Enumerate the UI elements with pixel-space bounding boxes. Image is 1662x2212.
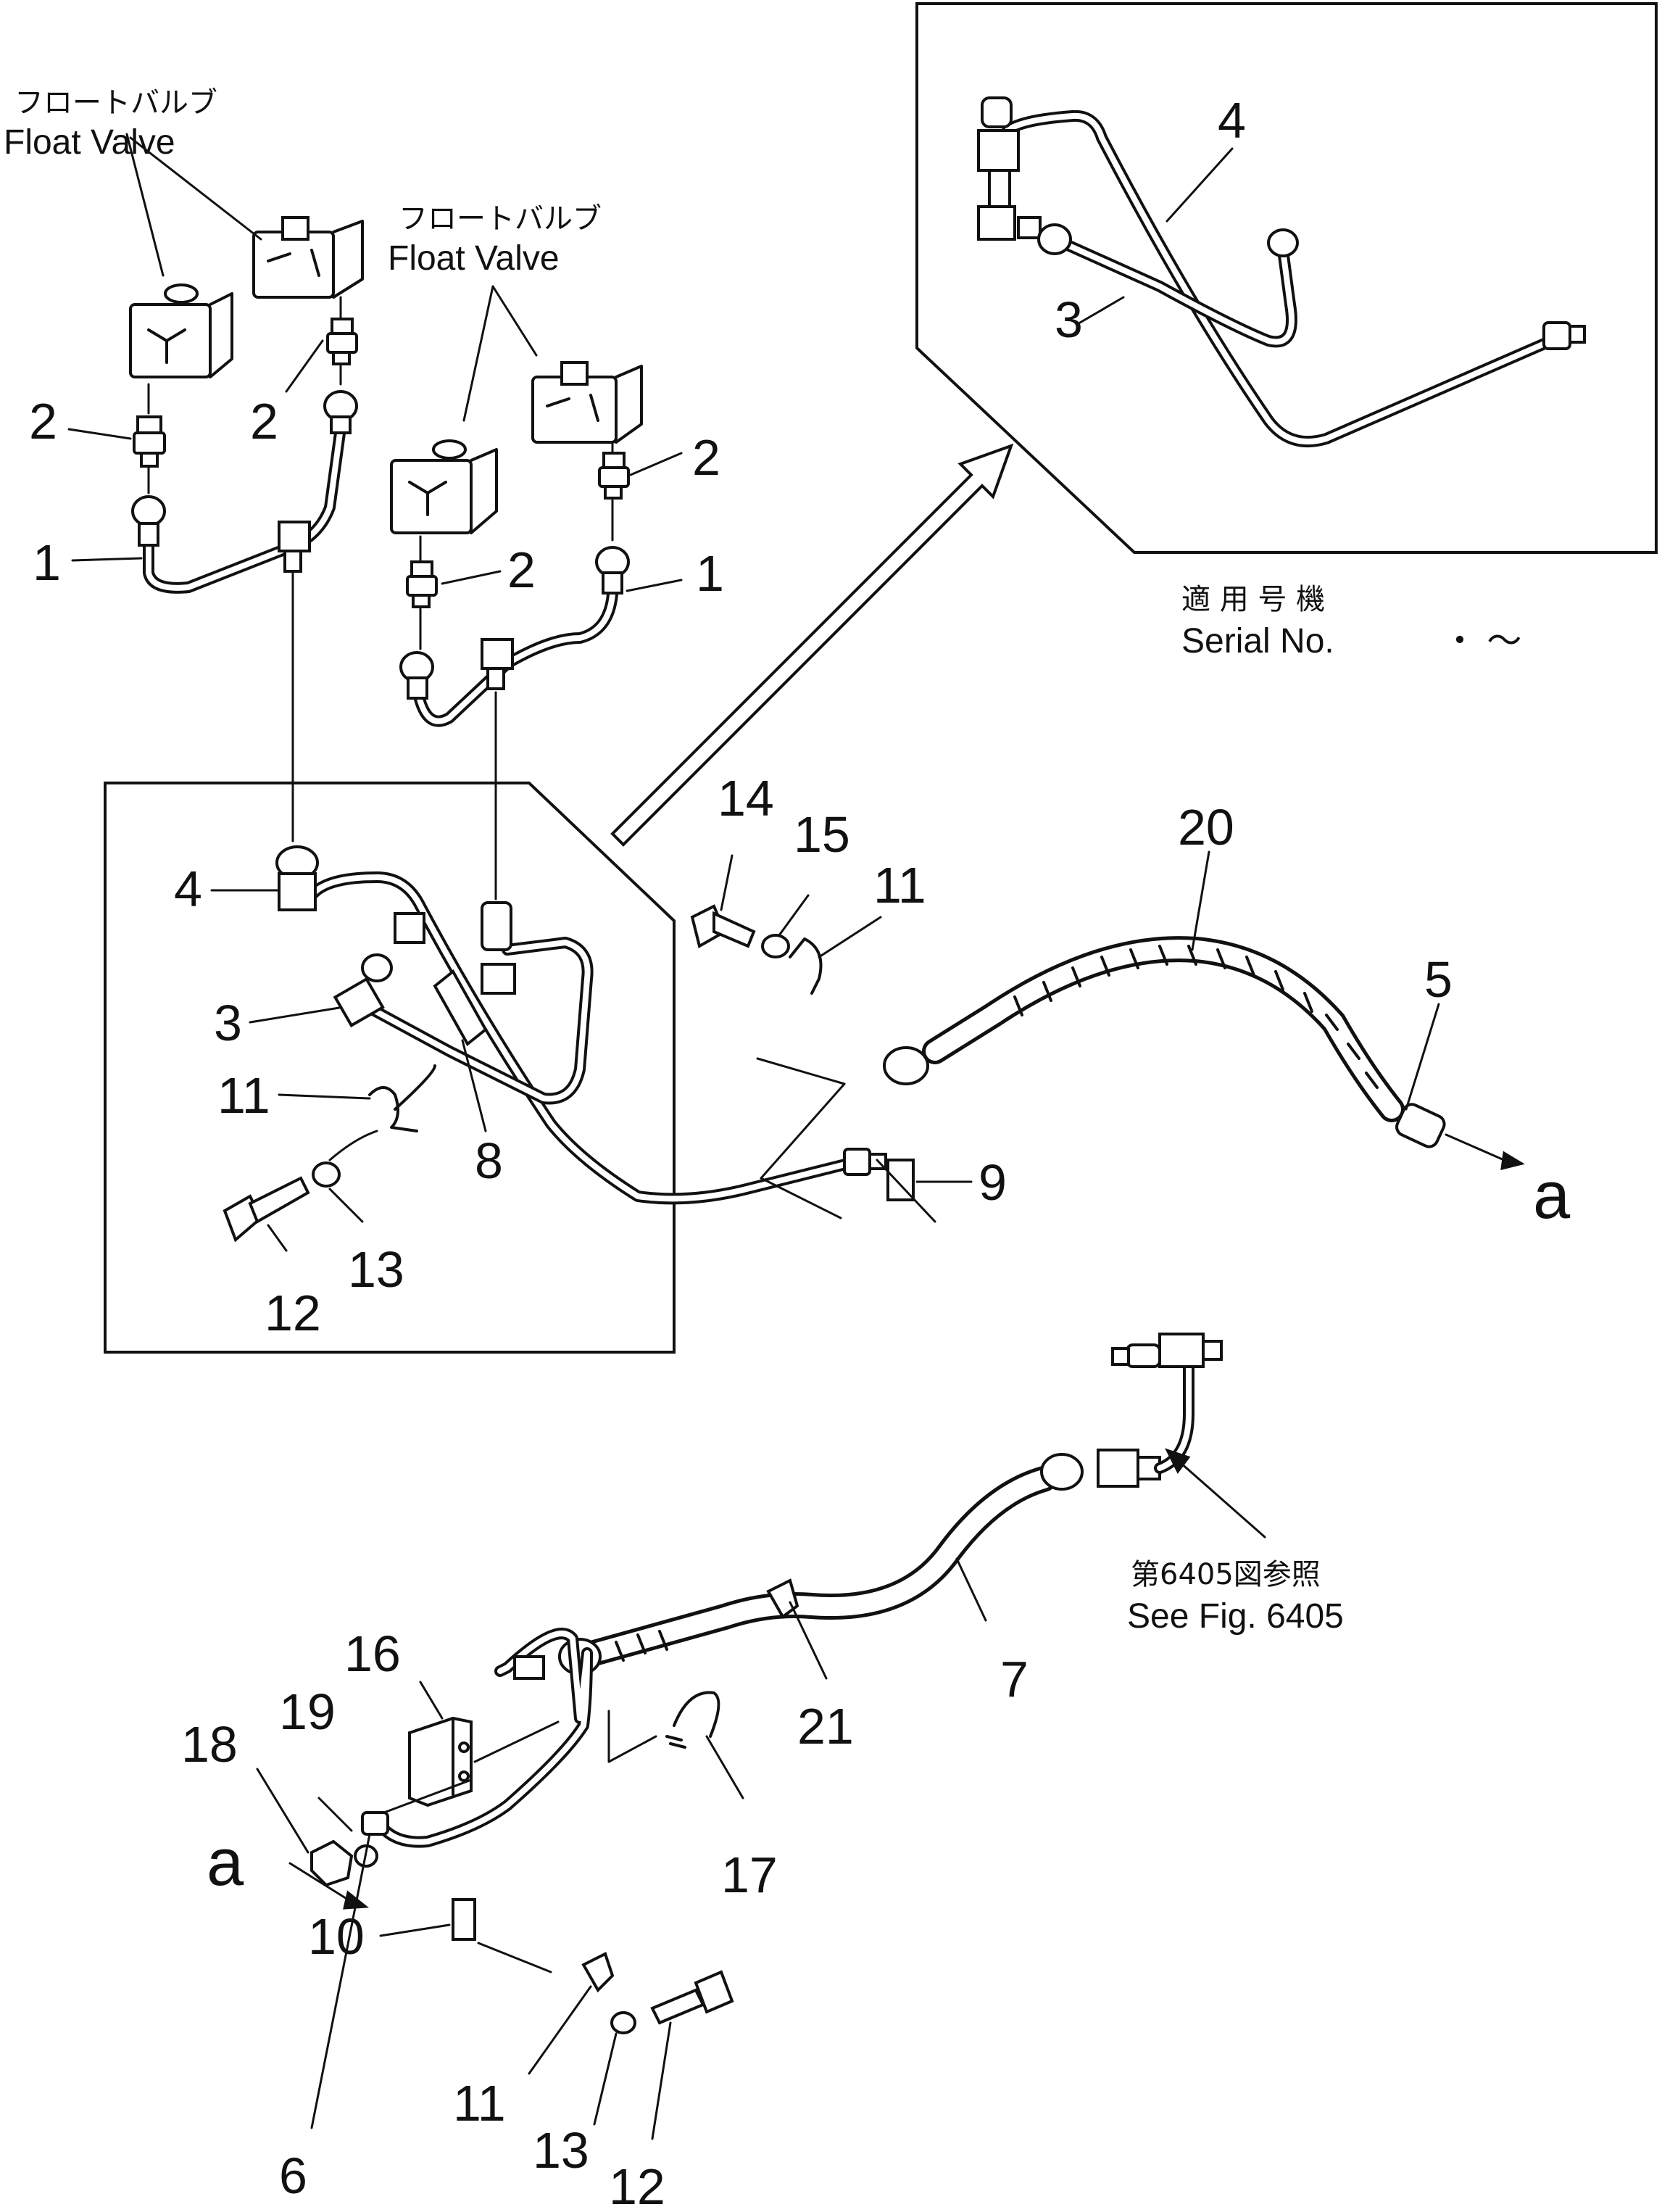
block-10 bbox=[452, 1898, 476, 1941]
callout-12: 12 bbox=[265, 1285, 321, 1341]
serial-number-note: 適 用 号 機 Serial No. ・ ～ bbox=[1181, 583, 1521, 660]
clamp-11-upper bbox=[789, 937, 823, 995]
callout-13: 13 bbox=[533, 2122, 589, 2179]
inset-end-fitting bbox=[1542, 321, 1571, 350]
adapter-2a bbox=[136, 415, 162, 434]
callout-numbers: 2 2 2 2 1 1 4 3 4 3 11 8 12 13 14 15 11 … bbox=[29, 92, 1453, 2212]
float-valve-label-left: フロートバルブ Float Valve bbox=[4, 86, 217, 162]
washer-13-lower bbox=[610, 2011, 636, 2034]
inset-elbow-fitting bbox=[977, 205, 1016, 241]
clamp-11-lower bbox=[581, 1952, 615, 1993]
lower-assembly bbox=[288, 1333, 1266, 2034]
pipe-1-right-tee bbox=[481, 638, 514, 670]
float-valve-3 bbox=[390, 459, 473, 534]
hose-20 bbox=[883, 936, 1525, 1170]
svg-text:適 用 号 機: 適 用 号 機 bbox=[1181, 583, 1325, 616]
callout-11: 11 bbox=[217, 1067, 270, 1124]
callout-4: 4 bbox=[1218, 92, 1246, 149]
leader-lines bbox=[67, 133, 1440, 2140]
callout-1: 1 bbox=[33, 534, 61, 591]
callout-16: 16 bbox=[344, 1625, 401, 1682]
svg-text:フロートバルブ: フロートバルブ bbox=[399, 202, 602, 236]
callout-2: 2 bbox=[250, 393, 278, 450]
pipe-3-elbow bbox=[481, 963, 516, 995]
pipe-6-end bbox=[361, 1811, 389, 1836]
callout-3: 3 bbox=[214, 995, 242, 1051]
nut-18 bbox=[310, 1839, 354, 1887]
callout-9: 9 bbox=[978, 1154, 1007, 1211]
inset-nut-end bbox=[1267, 228, 1299, 257]
bolt-12-box bbox=[223, 1176, 310, 1243]
svg-text:See Fig. 6405: See Fig. 6405 bbox=[1127, 1597, 1344, 1636]
float-valve-2 bbox=[252, 231, 335, 299]
left-valve-group bbox=[129, 216, 364, 842]
svg-text:Float Valve: Float Valve bbox=[4, 123, 175, 162]
inset-tee-fitting bbox=[977, 129, 1020, 172]
clamp-21 bbox=[766, 1578, 799, 1619]
float-valve-label-center: フロートバルブ Float Valve bbox=[388, 202, 602, 278]
inset-frame bbox=[915, 2, 1658, 554]
main-assembly-box bbox=[104, 782, 887, 1354]
clamp-plate-8 bbox=[433, 969, 488, 1047]
float-valve-1 bbox=[129, 303, 212, 378]
callout-14: 14 bbox=[718, 770, 774, 827]
svg-text:第6405図参照: 第6405図参照 bbox=[1131, 1558, 1321, 1591]
svg-text:・ ～: ・ ～ bbox=[1442, 622, 1521, 660]
callout-21: 21 bbox=[797, 1698, 854, 1755]
callout-15: 15 bbox=[794, 806, 850, 863]
adapter-2c bbox=[602, 452, 626, 469]
callout-18: 18 bbox=[181, 1716, 238, 1773]
clamp-11-box bbox=[368, 1086, 418, 1132]
washer-13-box bbox=[312, 1161, 341, 1188]
callout-2: 2 bbox=[692, 429, 720, 486]
clamp-set-upper bbox=[690, 904, 936, 1223]
adapter-2b bbox=[331, 318, 354, 335]
center-valve-group bbox=[390, 361, 643, 900]
washer-15 bbox=[761, 934, 790, 958]
callout-7: 7 bbox=[1000, 1651, 1029, 1707]
callout-19: 19 bbox=[279, 1683, 336, 1740]
reference-arrow bbox=[610, 443, 1014, 847]
main-box-frame bbox=[104, 782, 676, 1354]
svg-text:Serial No.: Serial No. bbox=[1181, 622, 1334, 660]
u-bolt-17 bbox=[673, 1691, 720, 1738]
inset-nut-3 bbox=[1037, 223, 1072, 255]
callout-3: 3 bbox=[1055, 291, 1083, 348]
callout-5: 5 bbox=[1424, 951, 1453, 1008]
callout-6: 6 bbox=[279, 2147, 307, 2204]
pipe-3-fitting bbox=[333, 977, 385, 1028]
inset-serial-variant bbox=[915, 2, 1658, 554]
inset-nut-top bbox=[981, 96, 1013, 128]
see-fig-note: 第6405図参照 See Fig. 6405 bbox=[1127, 1558, 1344, 1636]
callout-12: 12 bbox=[609, 2158, 665, 2212]
inset-pipe-4 bbox=[1002, 109, 1557, 448]
pipe-4-elbow bbox=[278, 872, 317, 911]
callout-20: 20 bbox=[1178, 799, 1234, 856]
pipe-4-tee bbox=[394, 912, 425, 944]
pipe-4-end-fitting bbox=[843, 1148, 871, 1176]
callout-8: 8 bbox=[475, 1132, 503, 1189]
callout-10: 10 bbox=[308, 1908, 365, 1965]
callout-11: 11 bbox=[453, 2075, 506, 2132]
callout-2: 2 bbox=[507, 542, 536, 598]
callout-13: 13 bbox=[348, 1241, 404, 1298]
adapter-2d bbox=[410, 560, 433, 578]
float-valve-4 bbox=[531, 376, 618, 444]
callout-2: 2 bbox=[29, 393, 57, 450]
pipe-1-tee bbox=[278, 521, 311, 552]
hose-20-end bbox=[1395, 1103, 1446, 1148]
callout-11: 11 bbox=[873, 857, 926, 914]
connection-letter-a: a bbox=[207, 1826, 244, 1900]
svg-text:Float Valve: Float Valve bbox=[388, 239, 560, 278]
connection-letter-a: a bbox=[1533, 1159, 1571, 1233]
callout-17: 17 bbox=[721, 1847, 778, 1903]
bolt-12-lower bbox=[650, 1988, 705, 2025]
callout-4: 4 bbox=[174, 861, 202, 917]
fitting-6405 bbox=[1097, 1333, 1223, 1488]
callout-1: 1 bbox=[696, 545, 724, 602]
svg-text:フロートバルブ: フロートバルブ bbox=[14, 86, 217, 120]
